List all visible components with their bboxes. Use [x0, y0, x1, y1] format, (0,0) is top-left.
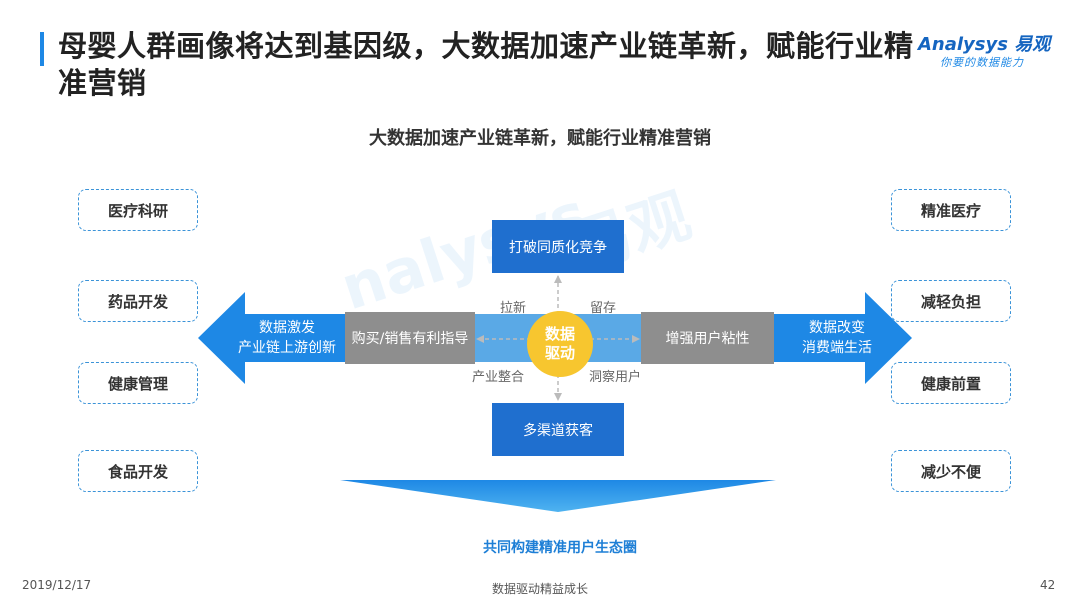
arrowhead-up	[554, 275, 562, 283]
arrowhead-down	[554, 393, 562, 401]
arrowhead-right	[632, 335, 640, 343]
right-arrow-label: 数据改变 消费端生活	[778, 318, 896, 358]
bottom-box: 多渠道获客	[492, 403, 624, 456]
logo-tagline: 你要的数据能力	[940, 56, 1024, 69]
user-stickiness-box: 增强用户粘性	[641, 312, 774, 364]
left-arrow-label: 数据激发 产业链上游创新	[228, 318, 346, 358]
right-item-4: 减少不便	[891, 450, 1011, 492]
left-item-4: 食品开发	[78, 450, 198, 492]
arrowhead-left	[476, 335, 484, 343]
circle-line1: 数据	[544, 325, 575, 343]
right-item-1: 精准医疗	[891, 189, 1011, 231]
title-accent-bar	[40, 32, 44, 66]
left-arrow-line1: 数据激发	[259, 320, 315, 336]
ecosystem-label: 共同构建精准用户生态圈	[483, 540, 637, 556]
footer-date: 2019/12/17	[22, 578, 92, 592]
data-driven-circle: 数据 驱动	[527, 311, 593, 377]
circle-line2: 驱动	[544, 344, 575, 362]
page-title: 母婴人群画像将达到基因级，大数据加速产业链革新，赋能行业精准营销	[58, 29, 914, 100]
left-item-2: 药品开发	[78, 280, 198, 322]
label-pull-new: 拉新	[500, 301, 527, 316]
analysys-logo: Analysys 易观 你要的数据能力	[918, 32, 1068, 72]
right-arrow-line1: 数据改变	[809, 320, 865, 336]
label-retain: 留存	[590, 301, 617, 316]
label-integration: 产业整合	[472, 370, 525, 385]
diagram-subtitle: 大数据加速产业链革新，赋能行业精准营销	[369, 128, 711, 149]
ecosystem-chevron	[340, 480, 776, 512]
right-item-2: 减轻负担	[891, 280, 1011, 322]
logo-main-text: Analysys 易观	[918, 34, 1051, 55]
right-arrow-shape	[774, 292, 912, 384]
footer-center-text: 数据驱动精益成长	[491, 582, 588, 596]
right-arrow-line2: 消费端生活	[802, 340, 872, 356]
purchase-guidance-box: 购买/销售有利指导	[345, 312, 475, 364]
top-box: 打破同质化竞争	[492, 220, 624, 273]
left-arrow-shape	[198, 292, 345, 384]
left-item-1: 医疗科研	[78, 189, 198, 231]
right-item-3: 健康前置	[891, 362, 1011, 404]
left-arrow-line2: 产业链上游创新	[238, 340, 336, 356]
label-insight: 洞察用户	[589, 370, 642, 385]
left-item-3: 健康管理	[78, 362, 198, 404]
page-number: 42	[1040, 578, 1056, 592]
